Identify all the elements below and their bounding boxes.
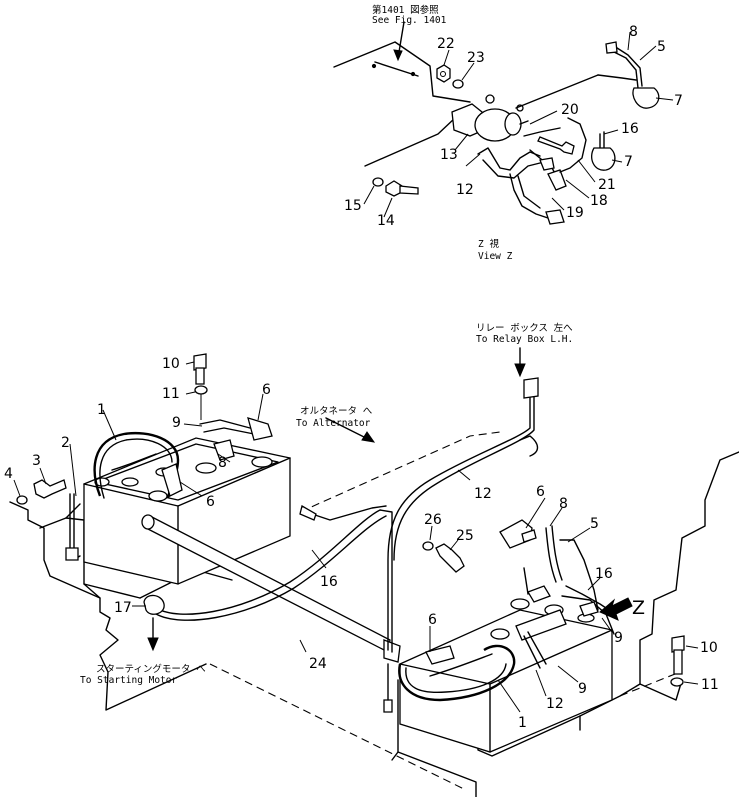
terminal-cover-6 — [247, 417, 273, 441]
connector-17 — [143, 594, 165, 615]
bolt-25 — [435, 543, 465, 573]
callout-3: 3 — [32, 453, 41, 469]
callout-15: 15 — [344, 198, 362, 214]
callout-8: 8 — [218, 455, 227, 471]
bolt-3 — [33, 479, 67, 499]
starting-motor-jp: スターティングモータ へ — [96, 663, 206, 675]
alternator-jp: オルタネータ へ — [300, 406, 373, 417]
callout-20: 20 — [561, 102, 579, 118]
callout-10: 10 — [700, 640, 718, 656]
callout-17: 17 — [114, 600, 132, 616]
callout-11: 11 — [701, 677, 719, 693]
callout-22: 22 — [437, 36, 455, 52]
callout-9: 9 — [172, 415, 181, 431]
cable-1-right — [398, 644, 516, 702]
washer-15 — [372, 177, 384, 187]
callout-2: 2 — [61, 435, 70, 451]
callout-1: 1 — [97, 402, 106, 418]
callout-8: 8 — [559, 496, 568, 512]
wire-16 — [155, 509, 393, 653]
wire-12 — [387, 393, 531, 651]
callout-21: 21 — [598, 177, 616, 193]
callout-24: 24 — [309, 656, 327, 672]
callout-16: 16 — [621, 121, 639, 137]
callout-5: 5 — [590, 516, 599, 532]
callout-23: 23 — [467, 50, 485, 66]
callout-4: 4 — [4, 466, 13, 482]
battery-right — [399, 598, 613, 753]
callout-5: 5 — [657, 39, 666, 55]
callout-12: 12 — [456, 182, 474, 198]
callout-14: 14 — [377, 213, 395, 229]
see-fig-en: See Fig. 1401 — [372, 15, 447, 26]
starting-motor-en: To Starting Motor — [80, 675, 178, 686]
callout-25: 25 — [456, 528, 474, 544]
callout-11: 11 — [162, 386, 180, 402]
callout-6: 6 — [262, 382, 271, 398]
view-z-en: View Z — [478, 251, 513, 262]
callout-7: 7 — [674, 93, 683, 109]
alternator-en: To Alternator — [296, 418, 371, 429]
callout-12: 12 — [474, 486, 492, 502]
view-z-marker: Z — [632, 597, 645, 619]
relay-13 — [451, 94, 529, 142]
callout-18: 18 — [590, 193, 608, 209]
view-z-detail: 第1401 図参照 See Fig. 1401 Z 視 View Z 8 5 7… — [333, 4, 683, 262]
bolt-10-right — [671, 635, 685, 653]
see-fig-jp: 第1401 図参照 — [372, 4, 439, 16]
callout-12: 12 — [546, 696, 564, 712]
callout-26: 26 — [424, 512, 442, 528]
callout-13: 13 — [440, 147, 458, 163]
callout-6: 6 — [428, 612, 437, 628]
callout-6: 6 — [206, 494, 215, 510]
relay-box-jp: リレー ボックス 左へ — [476, 322, 573, 334]
callout-1: 1 — [518, 715, 527, 731]
callout-9: 9 — [614, 630, 623, 646]
callout-16: 16 — [320, 574, 338, 590]
callout-16: 16 — [595, 566, 613, 582]
relay-box-en: To Relay Box L.H. — [476, 334, 573, 345]
washer-26 — [422, 541, 434, 551]
view-z-arrow — [599, 597, 633, 621]
main-assembly: リレー ボックス 左へ To Relay Box L.H. オルタネータ へ T… — [4, 322, 739, 797]
callout-10: 10 — [162, 356, 180, 372]
frame-outline — [9, 431, 739, 797]
washer-4 — [16, 495, 28, 505]
washer-11-right — [670, 677, 684, 687]
washer-11-left — [194, 385, 208, 395]
callout-19: 19 — [566, 205, 584, 221]
bolt-21 — [537, 136, 575, 155]
battery-left — [83, 437, 291, 585]
view-z-jp: Z 視 — [478, 238, 499, 250]
callout-9: 9 — [578, 681, 587, 697]
washer-23 — [452, 79, 464, 89]
nut-22 — [436, 64, 451, 83]
callout-6: 6 — [536, 484, 545, 500]
callout-7: 7 — [624, 154, 633, 170]
callout-8: 8 — [629, 24, 638, 40]
bolt-10-left — [193, 353, 207, 371]
